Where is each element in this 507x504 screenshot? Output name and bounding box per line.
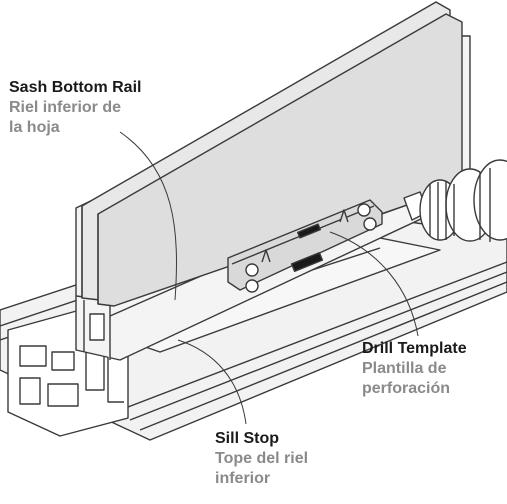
callout-sash-bottom-rail: Sash Bottom Rail Riel inferior de la hoj… [9,78,141,138]
leader-drill [329,231,419,337]
label-sash-bottom-rail-es: Riel inferior de la hoja [9,99,122,136]
label-sill-stop-es: Tope del riel inferior [215,450,309,487]
leader-sash [119,131,177,301]
leader-sill [177,339,247,425]
label-drill-template-en: Drill Template [362,340,467,357]
callout-sill-stop: Sill Stop Tope del riel inferior [215,429,308,489]
drill-template [227,199,383,293]
callout-drill-template: Drill Template Plantilla de perforación [362,339,467,399]
label-drill-template-es: Plantilla de perforación [362,360,451,397]
label-sash-bottom-rail-en: Sash Bottom Rail [9,79,142,96]
drill [381,159,507,242]
label-sill-stop-en: Sill Stop [215,430,279,447]
leader-lines [119,131,419,425]
